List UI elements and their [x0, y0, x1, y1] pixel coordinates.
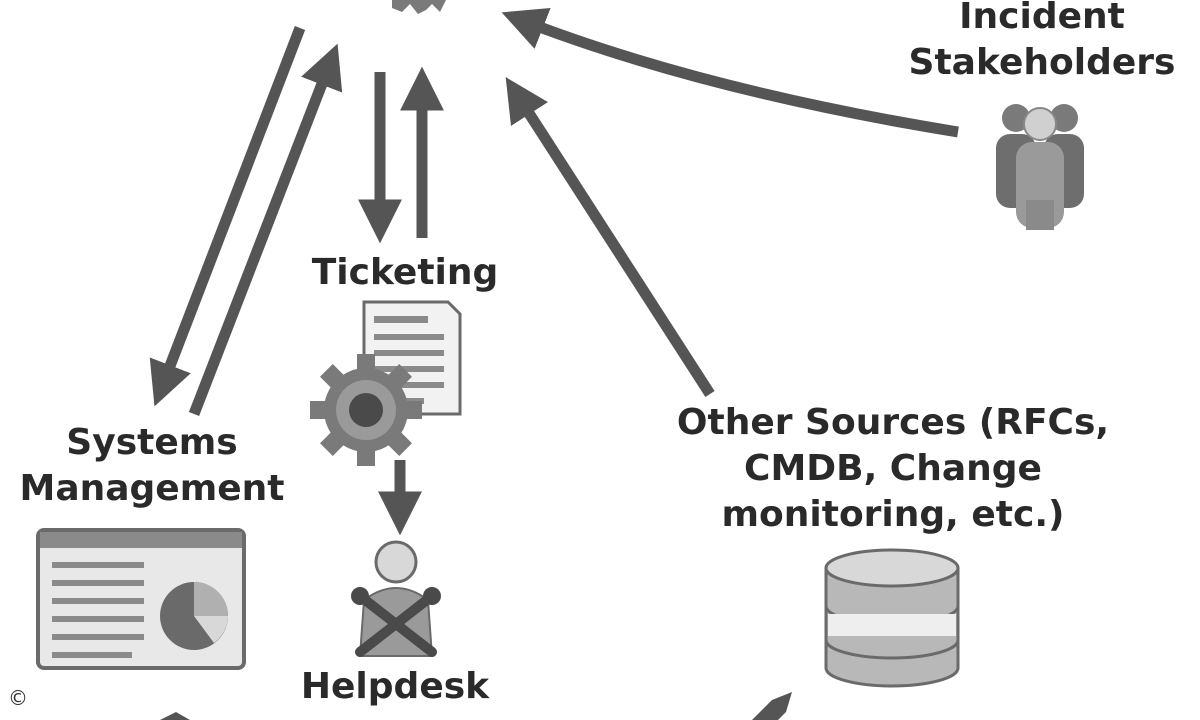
systems-management-line-1: Systems: [66, 422, 238, 463]
dashboard-window-icon: [36, 528, 246, 670]
people-group-icon: [996, 104, 1084, 230]
other-sources-line-1: Other Sources (RFCs,: [676, 402, 1110, 443]
other-sources-line-2: CMDB, Change: [744, 448, 1042, 489]
systems-management-line-2: Management: [19, 468, 285, 509]
arrow-sources-to-hub: [505, 77, 715, 397]
document-gear-icon: [310, 300, 462, 466]
arrow-systems-to-hub: [188, 43, 343, 416]
arrows: [149, 7, 959, 536]
other-sources-label: Other Sources (RFCs, CMDB, Change monito…: [664, 400, 1122, 538]
database-icon: [824, 548, 960, 688]
arrow-hub-to-systems: [149, 26, 306, 407]
incident-stakeholders-line-2: Stakeholders: [908, 42, 1176, 83]
systems-management-label: Systems Management: [14, 420, 290, 512]
helpdesk-label: Helpdesk: [300, 666, 490, 707]
incident-stakeholders-line-1: Incident: [959, 0, 1125, 37]
bottom-arrow-fragments: [160, 692, 792, 720]
copyright-mark: ©: [8, 686, 28, 710]
incident-stakeholders-label: Incident Stakeholders: [904, 0, 1180, 86]
technician-icon: [351, 540, 441, 657]
other-sources-line-3: monitoring, etc.): [721, 494, 1065, 535]
arrow-stakeholders-to-hub: [501, 7, 959, 138]
hub-gear-icon: [392, 0, 446, 14]
ticketing-label: Ticketing: [311, 252, 499, 293]
